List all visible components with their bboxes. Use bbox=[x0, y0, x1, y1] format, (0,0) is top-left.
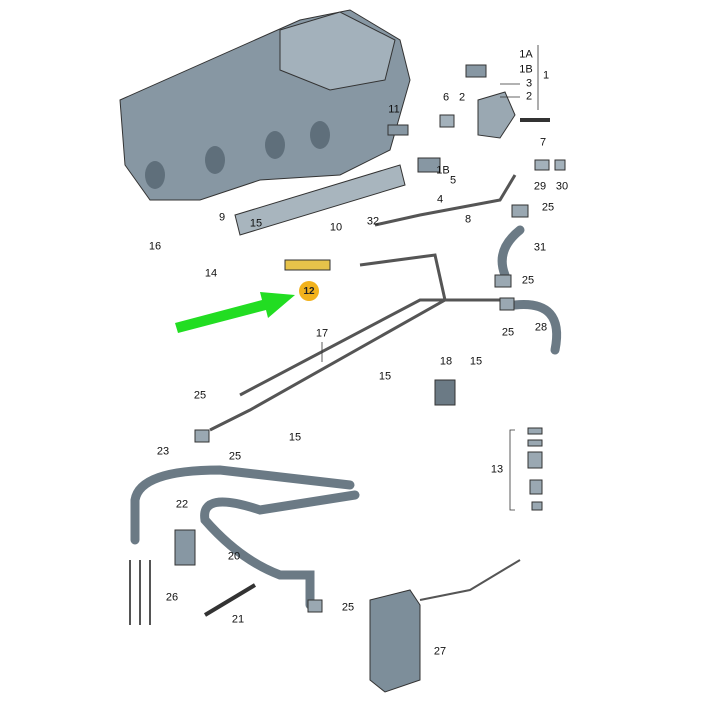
callout-29: 29 bbox=[533, 180, 547, 193]
hose-31 bbox=[497, 225, 525, 280]
callout-7: 7 bbox=[539, 136, 547, 149]
callout-25c: 25 bbox=[501, 326, 515, 339]
callout-4: 4 bbox=[436, 193, 444, 206]
charcoal-canister bbox=[369, 589, 421, 693]
callout-11: 11 bbox=[388, 103, 400, 116]
callout-10: 10 bbox=[329, 221, 343, 234]
callout-9: 9 bbox=[218, 211, 226, 224]
callout-1b-2: 1B bbox=[436, 164, 450, 177]
callout-2b: 2 bbox=[458, 91, 466, 104]
callout-17: 17 bbox=[315, 327, 329, 340]
callout-25a: 25 bbox=[541, 201, 555, 214]
callout-3: 3 bbox=[525, 77, 533, 90]
callout-20: 20 bbox=[227, 550, 241, 563]
high-pressure-pump bbox=[477, 91, 516, 139]
fuel-line-8 bbox=[374, 174, 517, 227]
fuel-rail bbox=[234, 164, 406, 236]
callout-15a: 15 bbox=[249, 217, 263, 230]
callout-15b: 15 bbox=[469, 355, 483, 368]
callout-25e: 25 bbox=[228, 450, 242, 463]
callout-26: 26 bbox=[165, 591, 179, 604]
callout-16: 16 bbox=[148, 240, 162, 253]
callout-23: 23 bbox=[156, 445, 170, 458]
callout-21: 21 bbox=[231, 613, 245, 626]
callout-13: 13 bbox=[490, 463, 504, 476]
callout-25b: 25 bbox=[521, 274, 535, 287]
callout-15c: 15 bbox=[378, 370, 392, 383]
callout-32: 32 bbox=[366, 215, 380, 228]
callout-18: 18 bbox=[439, 355, 453, 368]
callout-27: 27 bbox=[433, 645, 447, 658]
callout-31: 31 bbox=[533, 241, 547, 254]
callout-25f: 25 bbox=[341, 601, 355, 614]
callout-8: 8 bbox=[464, 213, 472, 226]
callout-30: 30 bbox=[555, 180, 569, 193]
camshaft-cover bbox=[279, 11, 396, 91]
callout-1a: 1A bbox=[519, 48, 533, 61]
hose-20 bbox=[200, 490, 360, 610]
callout-15d: 15 bbox=[288, 431, 302, 444]
callout-14: 14 bbox=[204, 267, 218, 280]
hose-23 bbox=[130, 465, 355, 545]
callout-1: 1 bbox=[542, 69, 550, 82]
line-26 bbox=[129, 560, 151, 625]
callout-22: 22 bbox=[175, 498, 189, 511]
callout-12-highlighted[interactable]: 12 bbox=[299, 281, 319, 301]
callout-6: 6 bbox=[442, 91, 450, 104]
callout-28: 28 bbox=[534, 321, 548, 334]
green-arrow bbox=[175, 292, 295, 333]
hose-28 bbox=[510, 300, 562, 355]
fuel-line-17 bbox=[209, 253, 447, 432]
callout-1b: 1B bbox=[519, 63, 533, 76]
callout-5: 5 bbox=[449, 174, 457, 187]
callout-25d: 25 bbox=[193, 389, 207, 402]
callout-2: 2 bbox=[525, 90, 533, 103]
